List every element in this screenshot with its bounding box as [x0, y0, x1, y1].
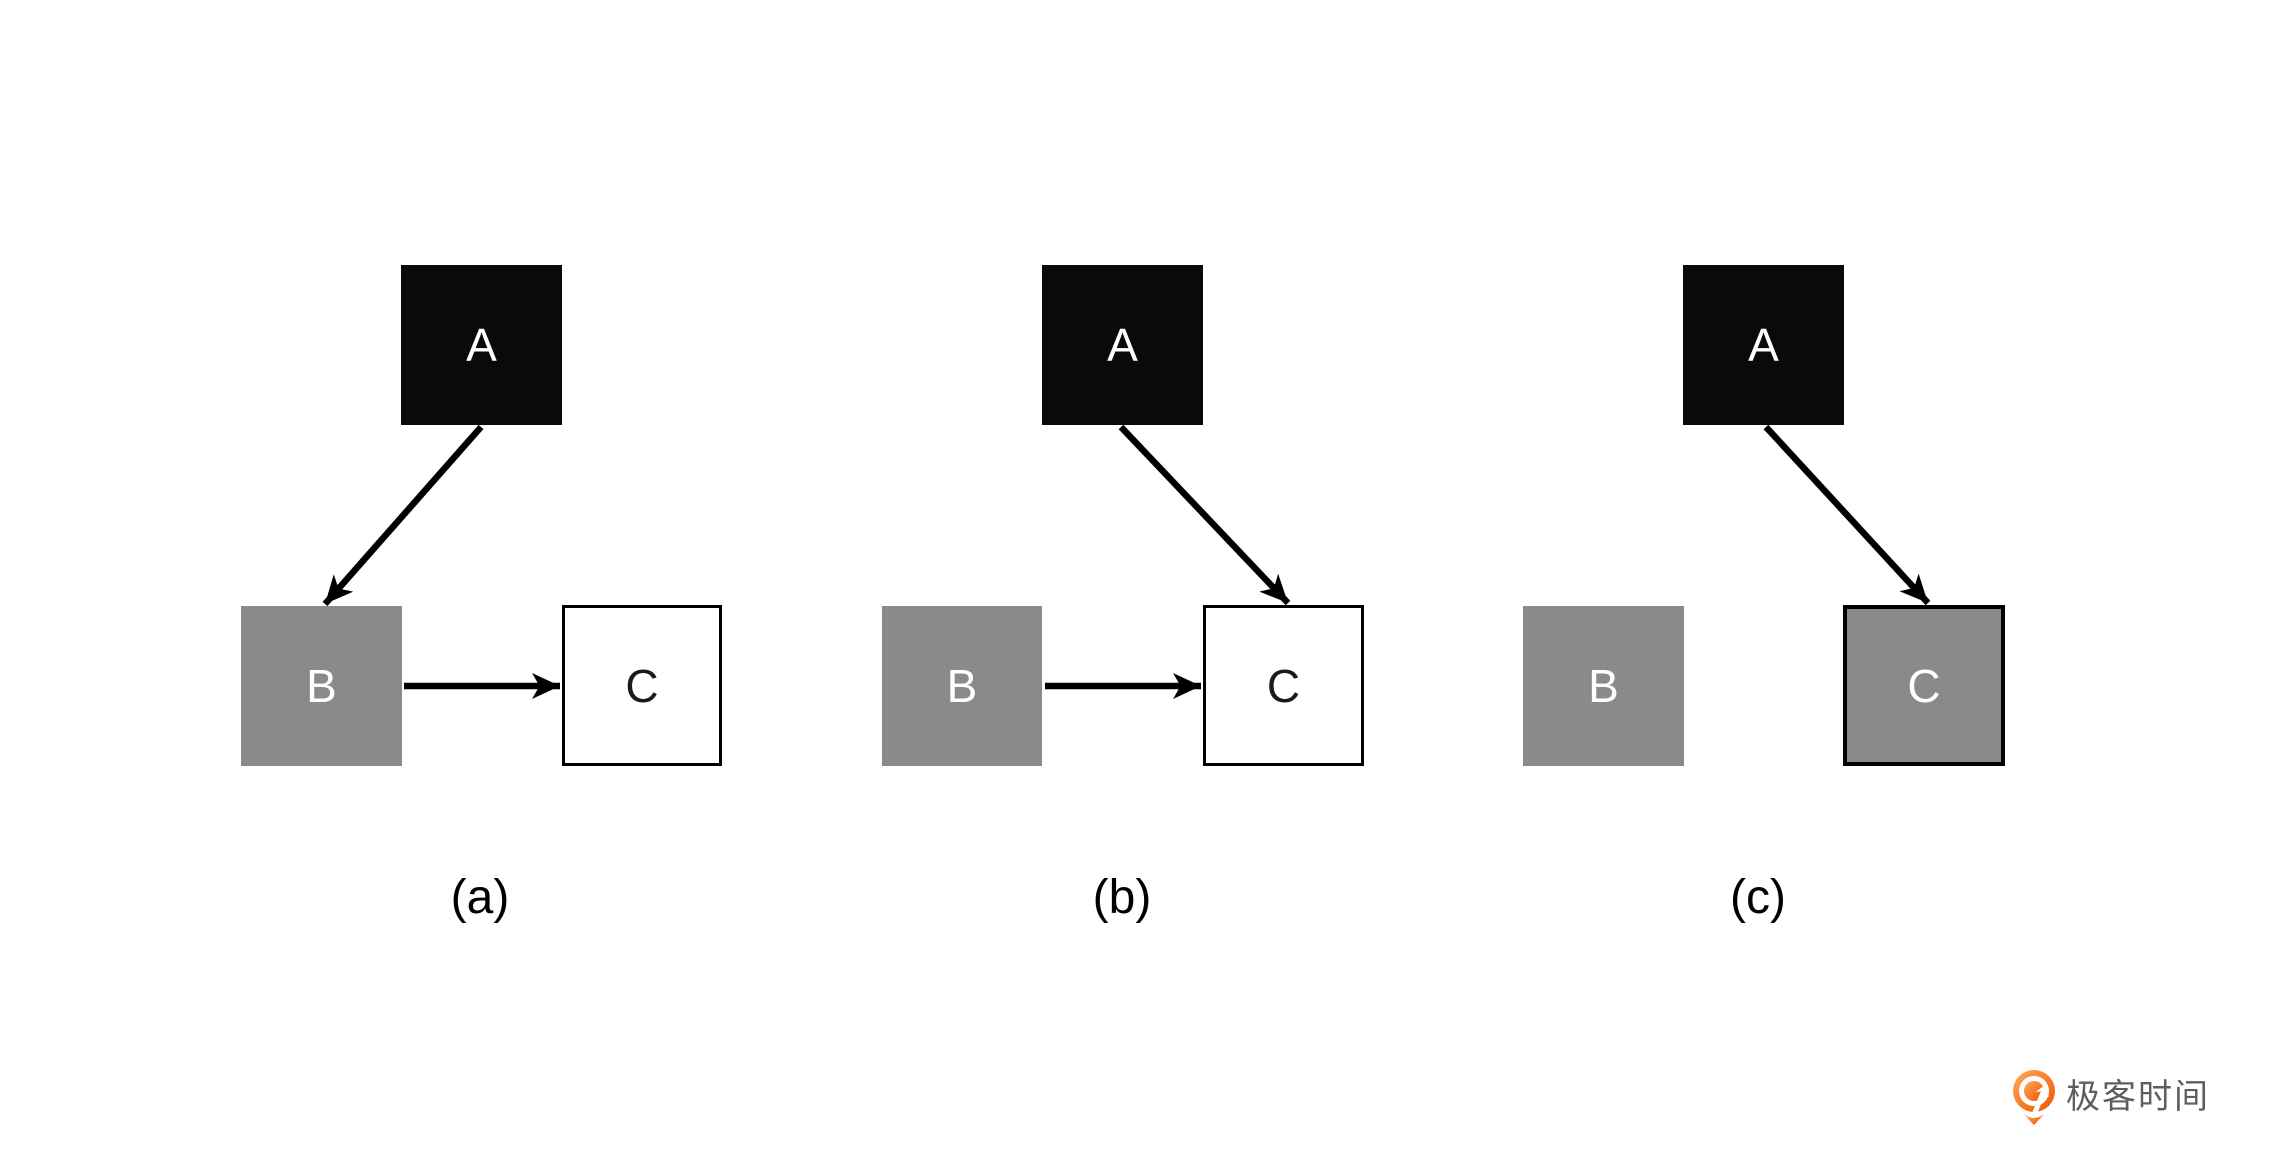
node-label: C [625, 659, 659, 712]
node-label: A [1748, 319, 1779, 371]
node-label: B [306, 660, 337, 712]
diagram-b-node-C: C [1203, 605, 1364, 766]
diagram-a-node-B: B [241, 606, 402, 766]
node-label: C [1266, 659, 1301, 712]
node-label: A [1107, 319, 1138, 371]
geektime-brand-text: 极客时间 [2066, 1078, 2210, 1116]
caption-b: (b) [1092, 871, 1152, 924]
geektime-pin-icon [2013, 1070, 2055, 1125]
node-label: B [1588, 660, 1619, 712]
node-label: B [946, 660, 978, 712]
diagram-c-node-A: A [1683, 265, 1844, 425]
caption-c: (c) [1730, 871, 1786, 924]
diagram-c-arrow-A-to-C [1763, 424, 1931, 606]
diagram-a-node-A: A [401, 265, 562, 425]
diagram-c-node-B: B [1523, 606, 1684, 766]
diagram-b-arrow-A-to-C [1118, 424, 1291, 606]
diagram-c-node-C: C [1843, 605, 2005, 766]
node-label: C [1907, 659, 1941, 712]
diagram-b-node-A: A [1042, 265, 1203, 425]
diagram-a-node-C: C [562, 605, 722, 766]
geektime-logo: 极客时间 [2012, 1068, 2210, 1126]
diagram-a-arrow-A-to-B [322, 424, 484, 607]
diagram-b-node-B: B [882, 606, 1042, 766]
caption-a: (a) [450, 871, 510, 924]
node-label: A [466, 319, 497, 371]
